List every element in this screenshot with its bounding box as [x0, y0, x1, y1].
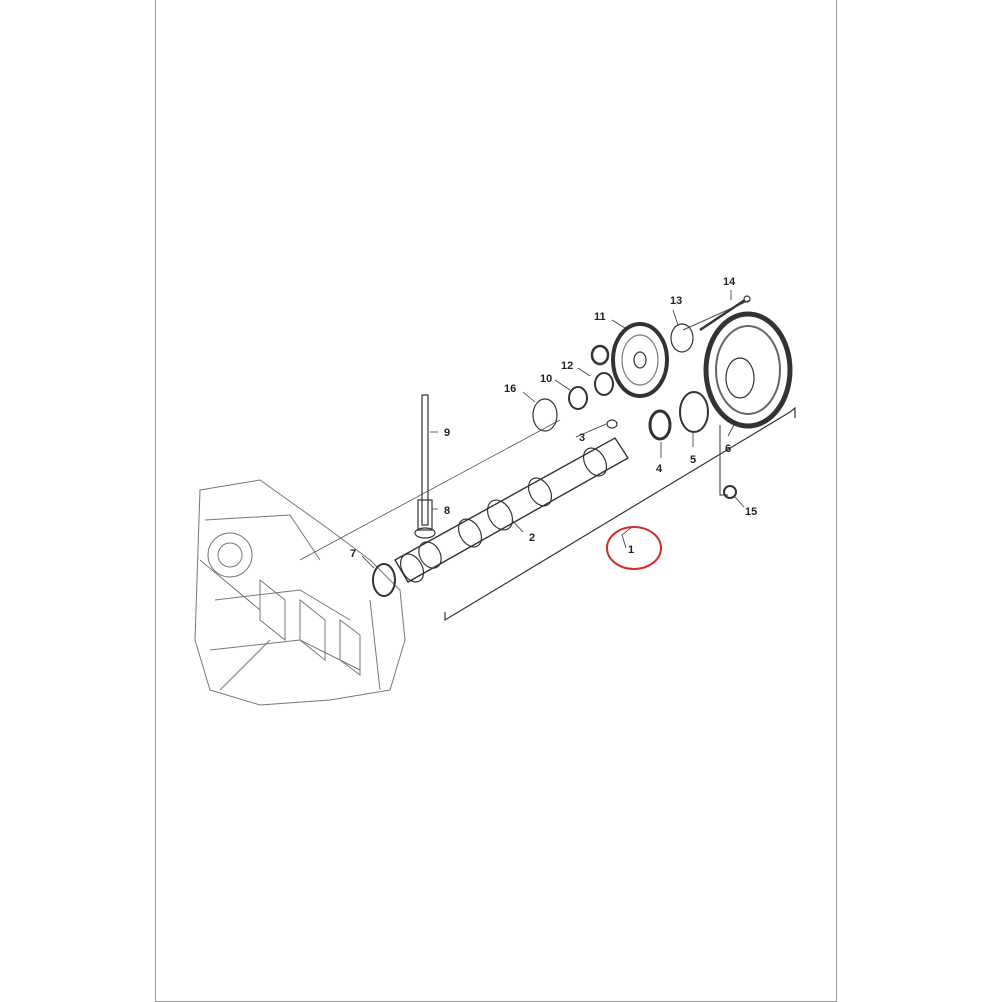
callout-3[interactable]: 3	[579, 432, 585, 444]
callout-4[interactable]: 4	[656, 463, 663, 475]
bearing-7	[372, 563, 396, 597]
callout-2[interactable]: 2	[529, 532, 535, 544]
callout-15[interactable]: 15	[745, 506, 757, 518]
assembly-bracket	[444, 406, 796, 622]
callout-1[interactable]: 1	[628, 544, 634, 556]
callout-14[interactable]: 14	[723, 276, 736, 288]
callout-5[interactable]: 5	[690, 454, 696, 466]
callout-7[interactable]: 7	[350, 548, 356, 560]
callout-10[interactable]: 10	[540, 373, 552, 385]
highlight-circle	[606, 526, 662, 570]
callout-11[interactable]: 11	[594, 311, 606, 323]
callout-16[interactable]: 16	[504, 383, 516, 395]
thrust-washer-16	[532, 398, 558, 432]
callout-9[interactable]: 9	[444, 427, 450, 439]
camshaft	[394, 437, 629, 583]
callout-12[interactable]: 12	[561, 360, 573, 372]
callout-13[interactable]: 13	[670, 295, 682, 307]
gear-11	[611, 322, 669, 398]
gear-6	[703, 311, 793, 429]
engine-block	[194, 479, 406, 706]
callout-8[interactable]: 8	[444, 505, 450, 517]
callouts: 1 2 3 4 5 6 7 8 9 10 11 12 13 14 15 16	[350, 276, 757, 560]
pushrod	[414, 394, 436, 539]
callout-6[interactable]: 6	[725, 443, 731, 455]
